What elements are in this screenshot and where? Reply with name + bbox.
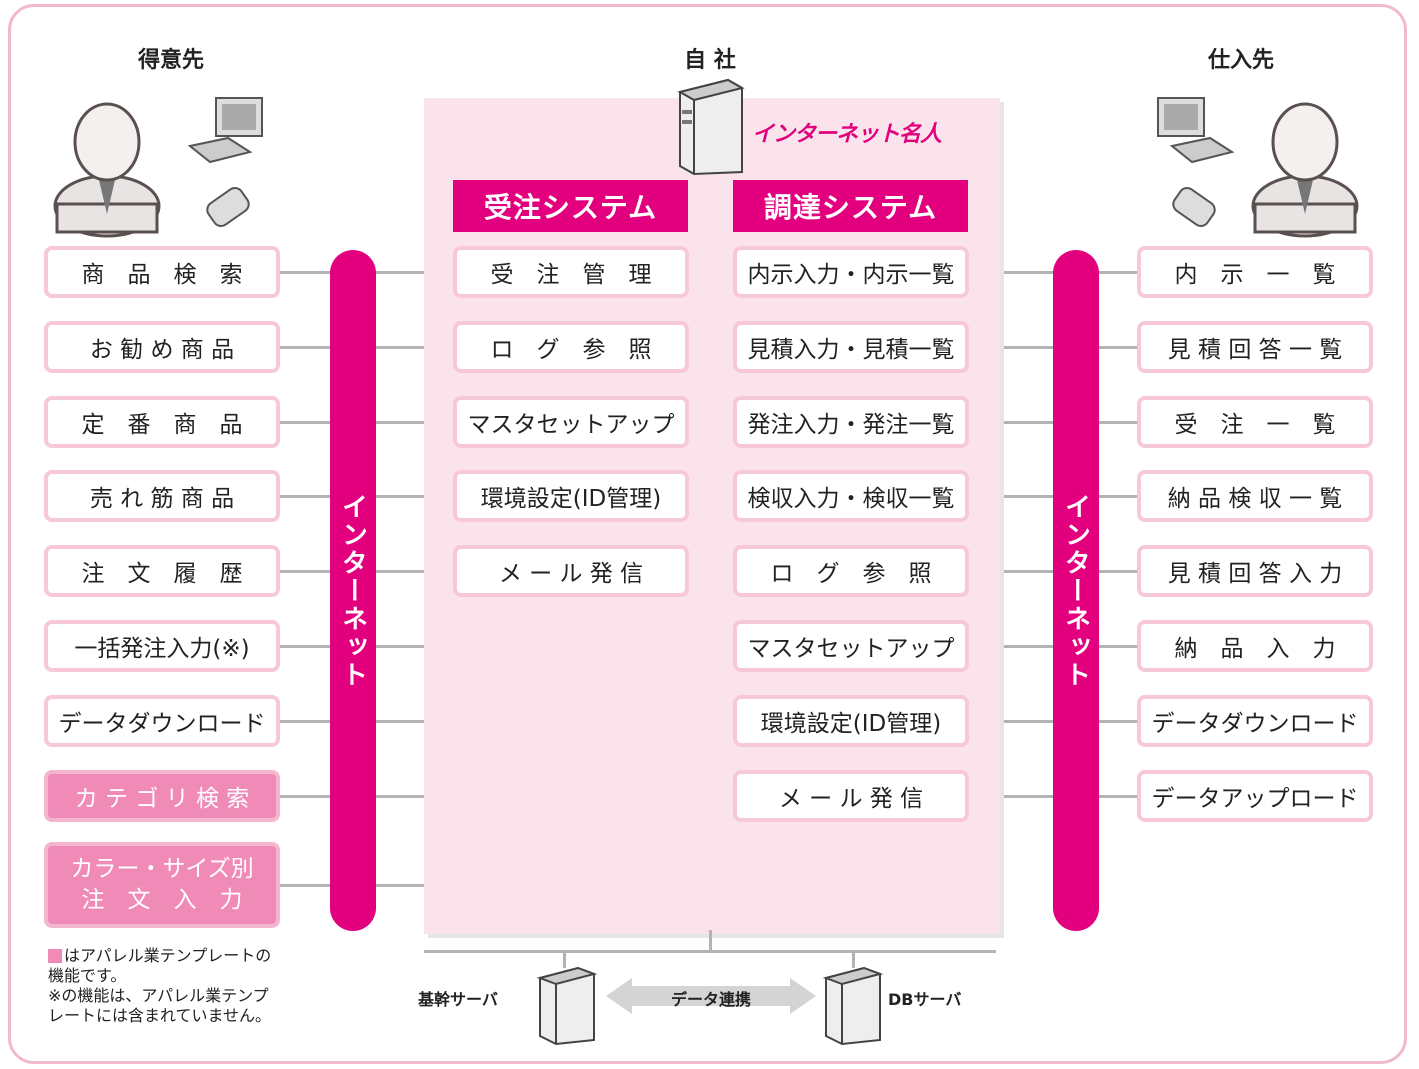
connector-line — [376, 884, 424, 887]
connector-line — [376, 346, 454, 349]
core-server-stem — [563, 950, 566, 968]
customer-apparel-item: カ テ ゴ リ 検 索 — [44, 770, 280, 822]
procurement-item: メ ー ル 発 信 — [733, 770, 969, 822]
connector-line — [280, 795, 332, 798]
supplier-computer-icon — [1157, 97, 1235, 164]
customer-feature-item: データダウンロード — [44, 695, 280, 747]
customer-feature-item: 一括発注入力(※) — [44, 620, 280, 672]
connector-line — [376, 271, 454, 274]
procurement-item: 内示入力・内示一覧 — [733, 246, 969, 298]
title-suppliers: 仕入先 — [1207, 48, 1274, 73]
procurement-item: 環境設定(ID管理) — [733, 695, 969, 747]
supplier-feature-item: データアップロード — [1137, 770, 1373, 822]
connector-line — [280, 346, 332, 349]
supplier-feature-item: 納 品 入 力 — [1137, 620, 1373, 672]
order-item: 受 注 管 理 — [453, 246, 689, 298]
order-item: 環境設定(ID管理) — [453, 470, 689, 522]
core-server-label: 基幹サーバ — [418, 990, 498, 1009]
legend-note: はアパレル業テンプレートの 機能です。 ※の機能は、アパレル業テンプ レートには… — [48, 946, 272, 1025]
customer-phone-icon — [206, 187, 250, 227]
connector-line — [968, 645, 1054, 648]
connector-line — [376, 645, 424, 648]
connector-line — [280, 570, 332, 573]
connector-line — [1099, 495, 1139, 498]
order-system-header: 受注システム — [453, 180, 688, 232]
connector-line — [376, 421, 454, 424]
customer-feature-item: お 勧 め 商 品 — [44, 321, 280, 373]
connector-line — [1099, 271, 1139, 274]
server-bus-stem — [709, 930, 712, 952]
supplier-feature-item: 見 積 回 答 一 覧 — [1137, 321, 1373, 373]
connector-line — [968, 570, 1054, 573]
outer-frame — [8, 4, 1407, 1064]
apparel-swatch — [48, 949, 62, 963]
procurement-item: 検収入力・検収一覧 — [733, 470, 969, 522]
customer-feature-item: 注 文 履 歴 — [44, 545, 280, 597]
connector-line — [376, 795, 424, 798]
connector-line — [1099, 570, 1139, 573]
data-link-arrow — [606, 978, 816, 1014]
data-link-label: データ連携 — [670, 990, 751, 1009]
connector-line — [1099, 346, 1139, 349]
connector-line — [376, 495, 454, 498]
connector-line — [280, 884, 332, 887]
connector-line — [280, 495, 332, 498]
supplier-feature-item: 受 注 一 覧 — [1137, 396, 1373, 448]
customer-feature-item: 商 品 検 索 — [44, 246, 280, 298]
connector-line — [968, 421, 1054, 424]
customer-person-icon — [53, 102, 161, 238]
order-item: メ ー ル 発 信 — [453, 545, 689, 597]
procurement-item: 見積入力・見積一覧 — [733, 321, 969, 373]
connector-line — [968, 495, 1054, 498]
order-item: マスタセットアップ — [453, 396, 689, 448]
supplier-feature-item: データダウンロード — [1137, 695, 1373, 747]
customer-feature-item: 売 れ 筋 商 品 — [44, 470, 280, 522]
order-item: ロ グ 参 照 — [453, 321, 689, 373]
connector-line — [376, 570, 454, 573]
supplier-feature-item: 内 示 一 覧 — [1137, 246, 1373, 298]
internet-bar-right: インターネット — [1053, 250, 1099, 931]
connector-line — [280, 720, 332, 723]
connector-line — [1099, 421, 1139, 424]
customer-apparel-item-tall: カラー・サイズ別注 文 入 力 — [44, 842, 280, 928]
connector-line — [376, 720, 424, 723]
title-company: 自 社 — [684, 48, 736, 73]
db-server-label: DBサーバ — [888, 990, 962, 1009]
connector-line — [1099, 720, 1139, 723]
db-server-stem — [852, 950, 855, 968]
supplier-person-icon — [1251, 102, 1359, 238]
procurement-item: マスタセットアップ — [733, 620, 969, 672]
supplier-phone-icon — [1172, 187, 1216, 227]
core-server-icon — [536, 966, 598, 1046]
connector-line — [968, 271, 1054, 274]
customer-computer-icon — [187, 97, 263, 164]
tall-item-line: 注 文 入 力 — [81, 887, 243, 913]
procurement-item: ロ グ 参 照 — [733, 545, 969, 597]
title-customers: 得意先 — [137, 48, 204, 73]
logo-internet-meijin: インターネット名人 — [752, 122, 942, 147]
tall-item-line: カラー・サイズ別 — [70, 856, 254, 882]
procurement-item: 発注入力・発注一覧 — [733, 396, 969, 448]
db-server-icon — [822, 966, 884, 1046]
connector-line — [280, 271, 332, 274]
company-server-icon — [677, 78, 745, 176]
internet-bar-left: インターネット — [330, 250, 376, 931]
supplier-feature-item: 納 品 検 収 一 覧 — [1137, 470, 1373, 522]
connector-line — [968, 346, 1054, 349]
procurement-system-header: 調達システム — [733, 180, 968, 232]
connector-line — [280, 645, 332, 648]
connector-line — [280, 421, 332, 424]
supplier-feature-item: 見 積 回 答 入 力 — [1137, 545, 1373, 597]
connector-line — [968, 795, 1054, 798]
customer-feature-item: 定 番 商 品 — [44, 396, 280, 448]
connector-line — [968, 720, 1054, 723]
connector-line — [1099, 795, 1139, 798]
connector-line — [1099, 645, 1139, 648]
